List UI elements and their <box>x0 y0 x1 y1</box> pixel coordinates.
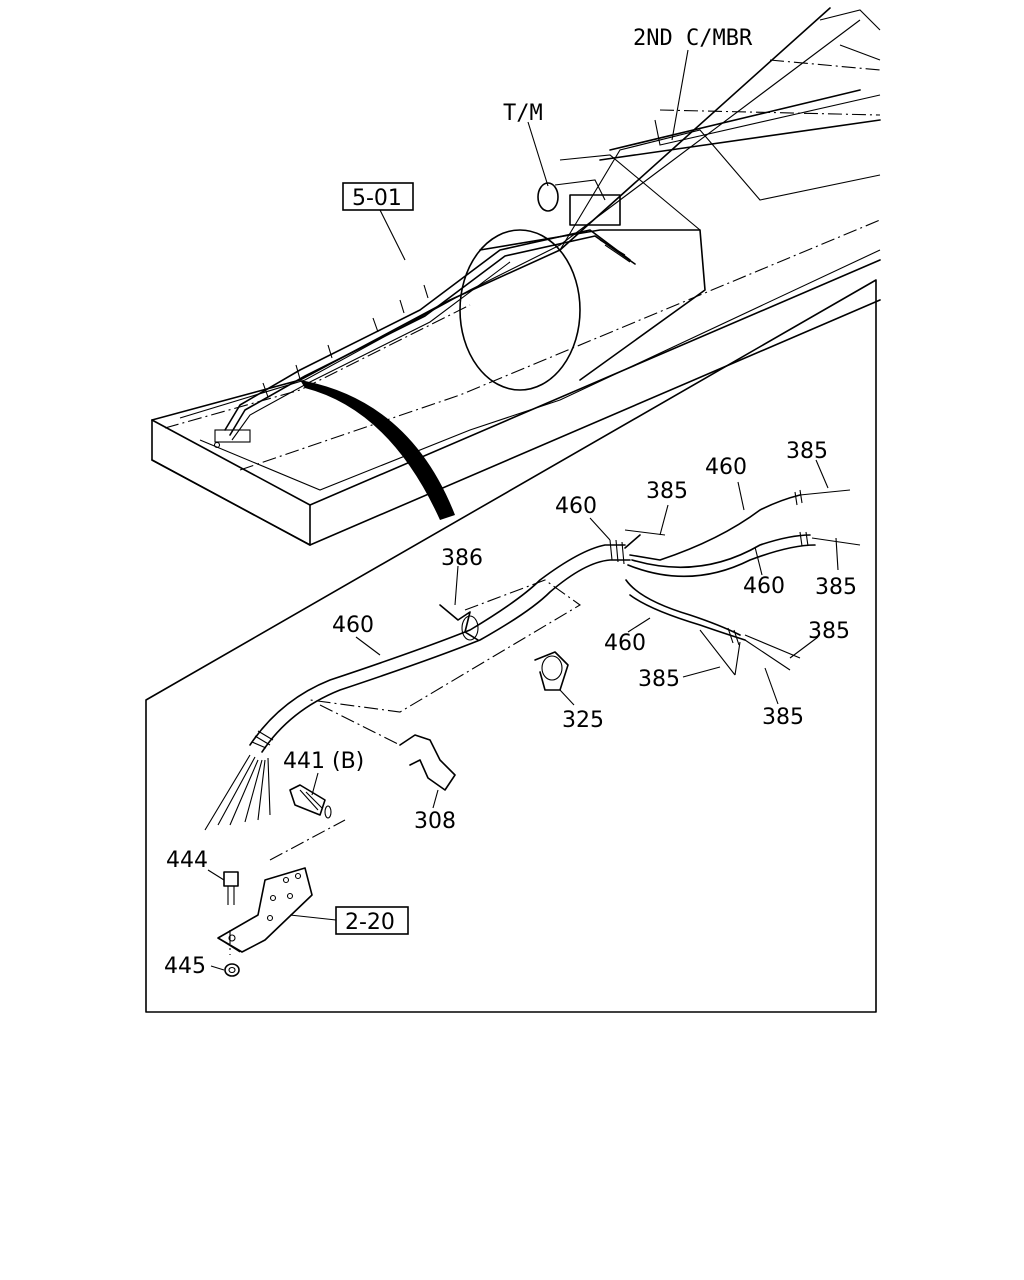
callout-460-a: 460 <box>705 455 747 480</box>
callout-444: 444 <box>166 848 208 873</box>
label-transmission: T/M <box>503 101 543 126</box>
nut-445 <box>224 963 240 977</box>
ref-box-2-20: 2-20 <box>289 906 409 935</box>
callout-308: 308 <box>414 809 456 834</box>
callout-460-c: 460 <box>743 574 785 599</box>
main-harness <box>204 489 861 831</box>
connector-441b <box>289 784 332 819</box>
ref-label-5-01: 5-01 <box>352 186 402 211</box>
callout-leaders <box>207 459 839 971</box>
bracket <box>217 867 313 953</box>
callout-441b: 441 (B) <box>283 749 364 774</box>
clip-386 <box>439 604 479 641</box>
callout-385-f: 385 <box>762 705 804 730</box>
clip-325 <box>534 651 569 691</box>
callout-385-c: 385 <box>815 575 857 600</box>
callout-385-b: 385 <box>646 479 688 504</box>
locator-lines <box>229 579 582 955</box>
top-leader-lines <box>379 49 689 261</box>
callout-460-b: 460 <box>555 494 597 519</box>
clip-308 <box>399 734 456 791</box>
ref-label-2-20: 2-20 <box>345 910 395 935</box>
callout-385-a: 385 <box>786 439 828 464</box>
callout-460-d: 460 <box>332 613 374 638</box>
callout-445: 445 <box>164 954 206 979</box>
label-second-crossmember: 2ND C/MBR <box>633 26 753 51</box>
callout-325: 325 <box>562 708 604 733</box>
detail-panel-border <box>145 279 877 1013</box>
chassis-frame <box>151 7 881 546</box>
bolt-444 <box>223 871 239 905</box>
ref-box-5-01: 5-01 <box>342 182 414 211</box>
callout-385-d: 385 <box>808 619 850 644</box>
callout-385-e: 385 <box>638 667 680 692</box>
callout-460-e: 460 <box>604 631 646 656</box>
callout-386: 386 <box>441 546 483 571</box>
